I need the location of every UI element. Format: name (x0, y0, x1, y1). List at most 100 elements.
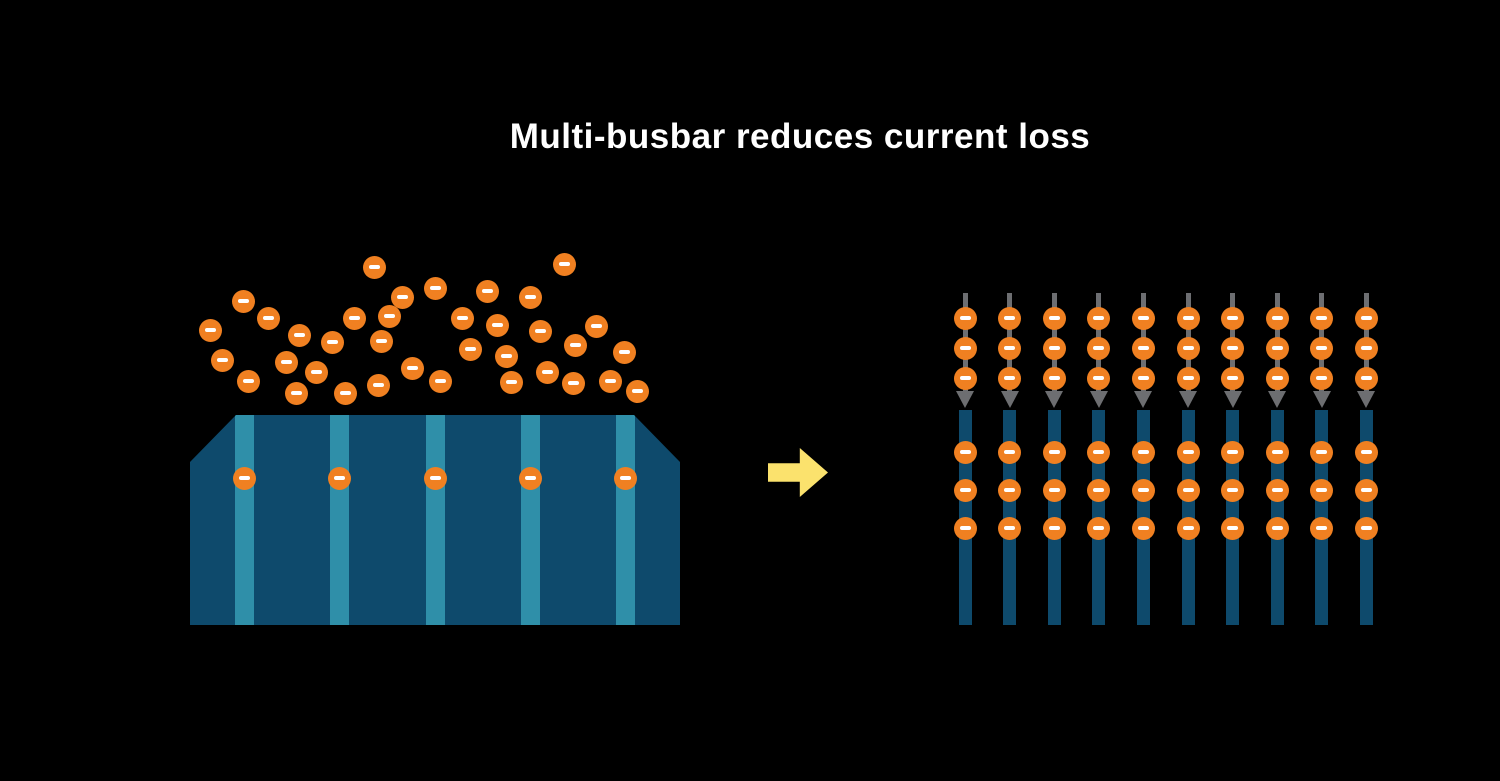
minus-icon (618, 350, 630, 354)
minus-icon (383, 314, 395, 318)
electron (1131, 366, 1155, 390)
electron (287, 323, 311, 347)
electron (400, 356, 424, 380)
minus-icon (1271, 376, 1283, 380)
minus-icon (396, 295, 408, 299)
minus-icon (262, 316, 274, 320)
electron (1310, 516, 1334, 540)
minus-icon (1271, 346, 1283, 350)
electron (535, 360, 559, 384)
minus-icon (1227, 346, 1239, 350)
down-arrow-icon (1134, 391, 1153, 408)
minus-icon (959, 316, 971, 320)
electron (1087, 366, 1111, 390)
electron (369, 329, 393, 353)
minus-icon (1360, 346, 1372, 350)
minus-icon (1182, 376, 1194, 380)
minus-icon (326, 340, 338, 344)
electron (232, 466, 256, 490)
electron (1042, 478, 1066, 502)
minus-icon (1137, 346, 1149, 350)
minus-icon (1182, 488, 1194, 492)
electron (1354, 478, 1378, 502)
electron (499, 370, 523, 394)
electron (390, 285, 414, 309)
electron (1042, 516, 1066, 540)
minus-icon (1093, 526, 1105, 530)
electron (625, 379, 649, 403)
minus-icon (959, 376, 971, 380)
minus-icon (505, 380, 517, 384)
minus-icon (237, 299, 249, 303)
electron (1354, 516, 1378, 540)
electron (998, 440, 1022, 464)
minus-icon (1093, 346, 1105, 350)
electron (1221, 306, 1245, 330)
busbar-stripe (329, 415, 349, 625)
electron (236, 369, 260, 393)
minus-icon (959, 450, 971, 454)
minus-icon (456, 316, 468, 320)
electron (953, 306, 977, 330)
minus-icon (1004, 526, 1016, 530)
electron (1310, 336, 1334, 360)
minus-icon (1182, 346, 1194, 350)
electron (1042, 366, 1066, 390)
minus-icon (1093, 488, 1105, 492)
electron (1310, 440, 1334, 464)
electron (1131, 478, 1155, 502)
minus-icon (1316, 316, 1328, 320)
minus-icon (434, 379, 446, 383)
electron (953, 440, 977, 464)
minus-icon (290, 391, 302, 395)
minus-icon (348, 316, 360, 320)
electron (475, 279, 499, 303)
minus-icon (1316, 346, 1328, 350)
electron (1221, 478, 1245, 502)
minus-icon (1093, 316, 1105, 320)
electron (1087, 306, 1111, 330)
electron (518, 466, 542, 490)
down-arrow-icon (1223, 391, 1242, 408)
electron (1176, 336, 1200, 360)
minus-icon (1093, 450, 1105, 454)
minus-icon (339, 391, 351, 395)
electron (1265, 478, 1289, 502)
minus-icon (541, 370, 553, 374)
minus-icon (372, 383, 384, 387)
electron (998, 336, 1022, 360)
electron (320, 330, 344, 354)
minus-icon (558, 262, 570, 266)
minus-icon (280, 360, 292, 364)
electron (1310, 366, 1334, 390)
electron (584, 314, 608, 338)
minus-icon (429, 286, 441, 290)
electron (552, 252, 576, 276)
electron (485, 313, 509, 337)
electron (1354, 366, 1378, 390)
minus-icon (1048, 316, 1060, 320)
down-arrow-icon (1045, 391, 1064, 408)
electron (1131, 306, 1155, 330)
electron (1087, 516, 1111, 540)
right-arrow-icon (768, 448, 828, 497)
electron (1042, 306, 1066, 330)
electron (304, 360, 328, 384)
electron (613, 466, 637, 490)
minus-icon (216, 358, 228, 362)
minus-icon (464, 347, 476, 351)
minus-icon (1182, 316, 1194, 320)
electron (998, 366, 1022, 390)
minus-icon (310, 370, 322, 374)
minus-icon (1048, 450, 1060, 454)
diagram-title: Multi-busbar reduces current loss (509, 117, 1091, 156)
electron (1176, 516, 1200, 540)
down-arrow-icon (956, 391, 974, 408)
minus-icon (500, 354, 512, 358)
electron (1131, 516, 1155, 540)
electron (1042, 440, 1066, 464)
solar-cell (190, 415, 680, 625)
electron (1265, 366, 1289, 390)
electron (1310, 478, 1334, 502)
minus-icon (1271, 488, 1283, 492)
